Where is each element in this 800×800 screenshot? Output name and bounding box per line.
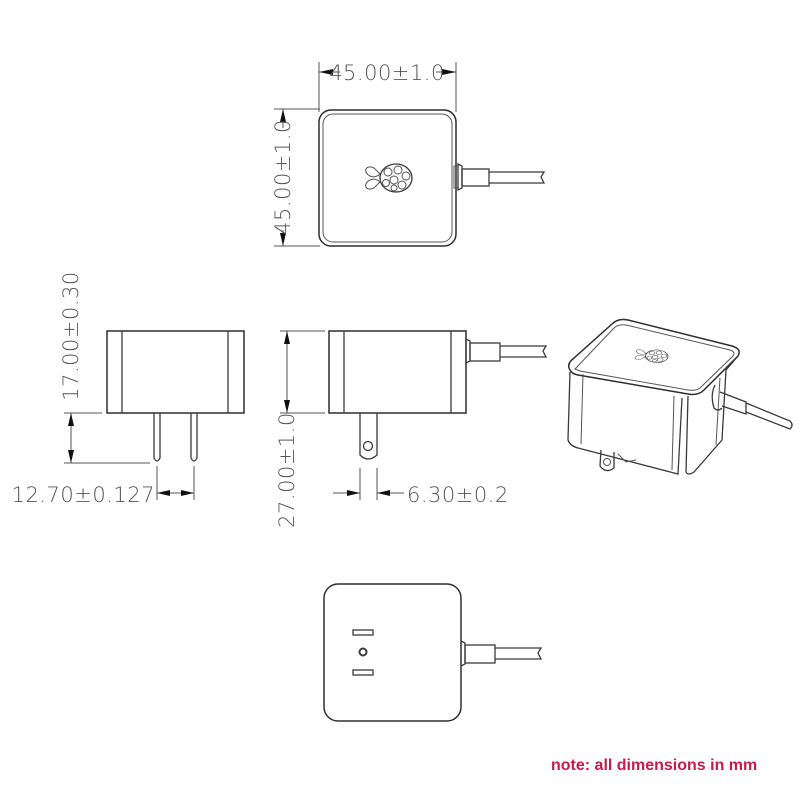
isometric-view xyxy=(567,318,793,475)
plug-slot-top xyxy=(352,629,374,636)
plug-slot-bottom xyxy=(352,669,374,676)
dim-label-pin-width: 6.30±0.2 xyxy=(407,483,509,507)
plug-hole xyxy=(358,647,368,657)
dimension-body-height: 27.00±1.0 xyxy=(275,330,325,528)
dim-label-pin-length: 17.00±0.30 xyxy=(59,271,83,400)
dim-label-body-height: 27.00±1.0 xyxy=(275,412,299,528)
adapter-side-cable-outline xyxy=(328,330,467,414)
adapter-side-outline xyxy=(106,330,245,414)
bottom-view xyxy=(323,583,543,722)
dimension-pin-spacing: 12.70±0.127 xyxy=(12,466,195,507)
dimension-top-height: 45.00±1.0 xyxy=(271,108,320,247)
pin-flat xyxy=(359,413,378,460)
side-view-cable: 27.00±1.0 6.30±0.2 xyxy=(275,330,548,528)
units-note: note: all dimensions in mm xyxy=(551,757,758,774)
dim-label-top-height: 45.00±1.0 xyxy=(271,119,295,235)
side-view-pins: 17.00±0.30 12.70±0.127 xyxy=(12,271,245,507)
dimension-pin-length: 17.00±0.30 xyxy=(59,271,150,464)
dimension-top-width: 45.00±1.0 xyxy=(318,61,457,112)
dim-label-top-width: 45.00±1.0 xyxy=(329,61,445,85)
dimension-pin-width: 6.30±0.2 xyxy=(333,468,509,507)
top-view: 45.00±1.0 45.00±1.0 xyxy=(271,61,546,247)
adapter-top-outline xyxy=(318,109,457,247)
pin-right xyxy=(190,413,198,462)
pin-left xyxy=(153,413,161,462)
cable-top xyxy=(453,162,546,192)
adapter-bottom-outline xyxy=(323,583,462,722)
dim-label-pin-spacing: 12.70±0.127 xyxy=(12,483,155,507)
